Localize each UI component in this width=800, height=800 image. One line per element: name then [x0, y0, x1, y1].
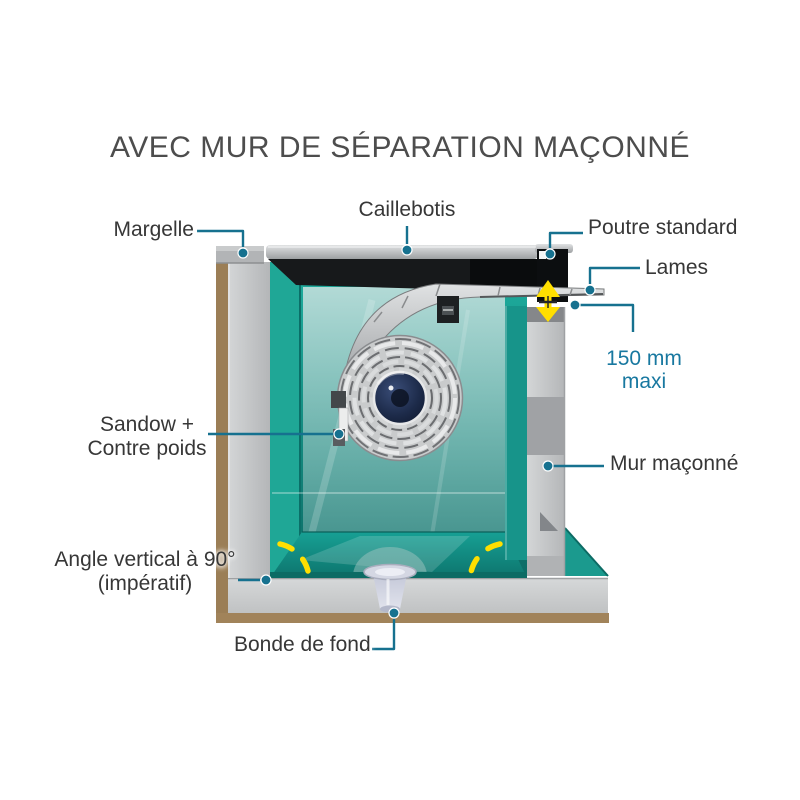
label-caillebotis-text: Caillebotis [358, 198, 456, 221]
separation-wall [505, 306, 566, 576]
label-margelle: Margelle [88, 218, 194, 242]
leader-dot-poutre [544, 248, 556, 260]
angle-line2-text: (impératif) [97, 572, 193, 595]
leader-dot-caillebotis [401, 244, 413, 256]
label-poutre-standard: Poutre standard [588, 216, 737, 240]
floor-right-edge [564, 527, 609, 577]
leader-dot-bonde [388, 607, 400, 619]
leader-dot-sandow [333, 428, 345, 440]
leader-dot-lames [584, 284, 596, 296]
leader-dot-angle [260, 574, 272, 586]
angle-arc-right-icon [468, 541, 503, 575]
label-angle-vertical: Angle vertical à 90° (impératif) [50, 548, 240, 596]
foundation-slab [227, 577, 608, 613]
label-poutre-text: Poutre standard [588, 216, 738, 239]
leader-dot-mur [542, 460, 554, 472]
left-wall [228, 262, 270, 578]
label-bonde-de-fond: Bonde de fond [234, 633, 371, 657]
angle-arc-left-icon [277, 541, 311, 574]
deck-underside-shadow [268, 259, 556, 292]
label-bonde-text: Bonde de fond [234, 633, 371, 656]
cover-bracket [437, 296, 459, 323]
leader-dot-margelle [237, 247, 249, 259]
sandow-line2-text: Contre poids [87, 437, 207, 460]
drain-bonde [363, 563, 417, 613]
label-sandow-contrepoids: Sandow + Contre poids [58, 413, 236, 461]
hauteur-qualifier-text: maxi [621, 370, 667, 393]
leader-dot-hauteur [569, 299, 581, 311]
page-title: AVEC MUR DE SÉPARATION MAÇONNÉ [109, 131, 691, 164]
label-mur-text: Mur maçonné [610, 452, 739, 475]
sandow-line1-text: Sandow + [100, 413, 194, 436]
label-mur-maconne: Mur maçonné [610, 452, 738, 476]
label-caillebotis: Caillebotis [322, 198, 492, 222]
hauteur-value-text: 150 mm [606, 347, 682, 370]
label-hauteur-150mm: 150 mm maxi [594, 347, 694, 393]
label-lames: Lames [645, 256, 708, 280]
label-margelle-text: Margelle [113, 218, 194, 241]
leader-lines [197, 226, 640, 651]
label-lames-text: Lames [645, 256, 709, 279]
caillebotis-plank [266, 244, 573, 259]
leader-dots [237, 244, 596, 619]
height-arrow-icon [536, 280, 560, 322]
angle-line1-text: Angle vertical à 90° [54, 548, 236, 571]
roller-cover [336, 334, 464, 462]
earth-backfill [216, 252, 609, 623]
